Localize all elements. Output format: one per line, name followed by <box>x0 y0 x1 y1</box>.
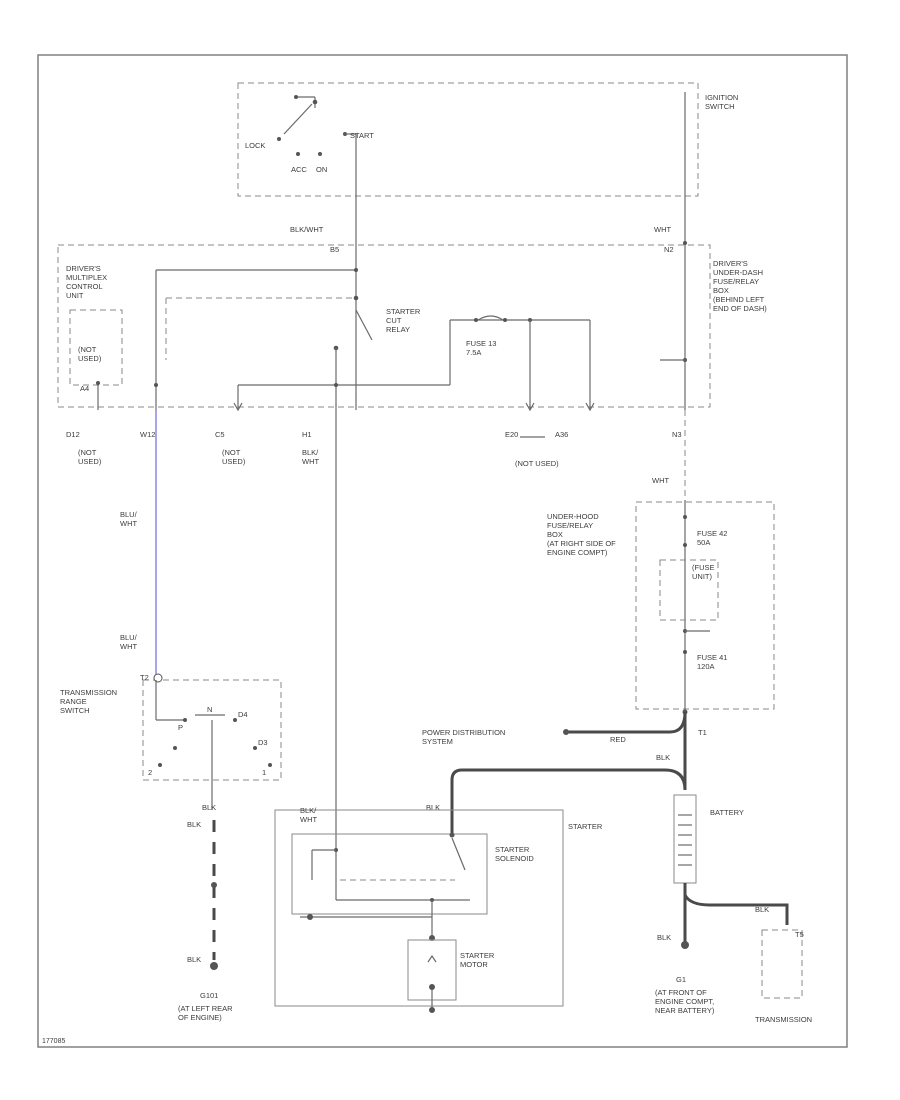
diagram-id: 177085 <box>42 1038 65 1045</box>
red-power-wire <box>568 711 687 734</box>
transmission-label: TRANSMISSION <box>755 1015 812 1024</box>
wire-red: RED <box>610 735 626 744</box>
wire-blk-trans: BLK <box>755 905 769 914</box>
pin-arrows <box>233 402 595 412</box>
conn-b5: B5 <box>330 245 339 254</box>
battery-label: BATTERY <box>710 808 744 817</box>
conn-h1: H1 <box>302 430 312 439</box>
pin-a4: A4 <box>80 384 89 393</box>
battery: BATTERY <box>673 794 744 884</box>
wire-blk-batt: BLK <box>656 753 670 762</box>
wire-blk-ground: BLK <box>187 820 201 829</box>
wire-blk-wht-top: BLK/WHT <box>290 225 324 234</box>
wire-blk-starter: BLK <box>426 803 440 812</box>
transmission-outline <box>761 929 803 999</box>
conn-g101: G101 <box>200 991 218 1000</box>
wire-blu-wht-1: BLU/WHT <box>120 510 138 528</box>
diagram-frame <box>37 54 848 1048</box>
conn-g1: G1 <box>676 975 686 984</box>
tr-contact-1: 1 <box>262 768 266 777</box>
tr-contact-p: P <box>178 723 183 732</box>
conn-n3: N3 <box>672 430 682 439</box>
under-dash-box-outline <box>57 244 711 408</box>
starter-feed-wire <box>450 768 687 835</box>
tr-contact-2: 2 <box>148 768 152 777</box>
wire-wht-uh: WHT <box>652 476 669 485</box>
tr-contact-d3: D3 <box>258 738 268 747</box>
conn-c5: C5 <box>215 430 225 439</box>
wire-blk-wht-starter: BLK/WHT <box>300 806 317 824</box>
ign-pos-on: ON <box>316 165 327 174</box>
wire-blu-wht-2: BLU/WHT <box>120 633 138 651</box>
wire-blk-tr-num: BLK <box>202 803 216 812</box>
conn-a36: A36 <box>555 430 568 439</box>
wire-wht-top: WHT <box>654 225 671 234</box>
conn-n2: N2 <box>664 245 674 254</box>
e20-a36-not-used: (NOT USED) <box>515 459 559 468</box>
ign-pos-start: START <box>350 131 374 140</box>
conn-t5: T5 <box>795 930 804 939</box>
conn-t1: T1 <box>698 728 707 737</box>
tr-contact-n: N <box>207 705 212 714</box>
starter-label: STARTER <box>568 822 603 831</box>
trans-ground-wire <box>683 894 789 925</box>
conn-w12: W12 <box>140 430 155 439</box>
tr-contact-d4: D4 <box>238 710 248 719</box>
wire-blk-g1: BLK <box>657 933 671 942</box>
wire-blk-g101: BLK <box>187 955 201 964</box>
ign-pos-acc: ACC <box>291 165 307 174</box>
conn-t2: T2 <box>140 673 149 682</box>
wire-blk-wht-h1: BLK/WHT <box>302 448 319 466</box>
conn-e20: E20 <box>505 430 518 439</box>
conn-d12: D12 <box>66 430 80 439</box>
ign-pos-lock: LOCK <box>245 141 265 150</box>
